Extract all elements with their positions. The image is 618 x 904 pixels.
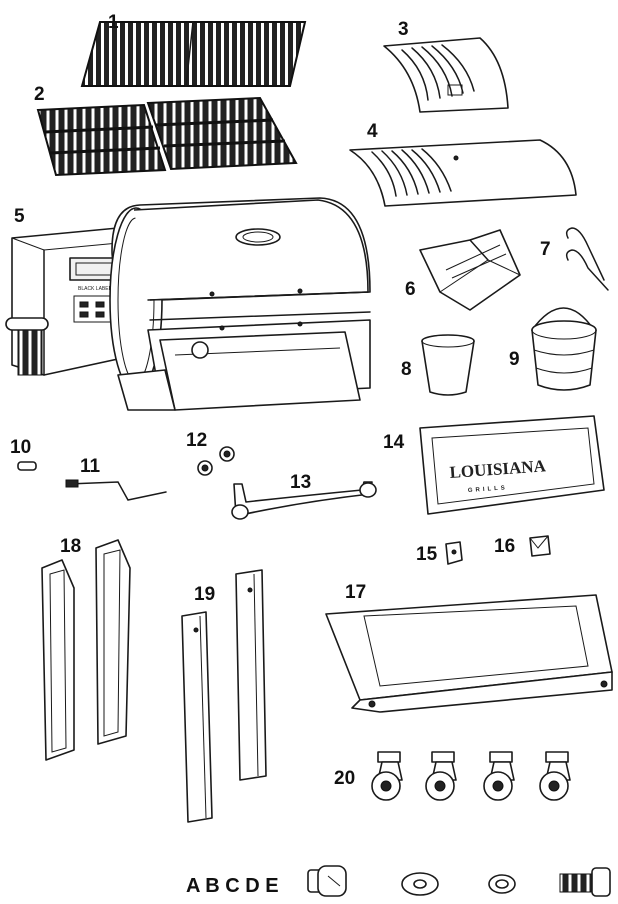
part-label-20: 20: [334, 768, 355, 789]
part-12-knobs: [197, 446, 235, 476]
part-7-hooks: [565, 227, 609, 291]
part-label-2: 2: [34, 84, 45, 105]
part-label-16: 16: [494, 536, 515, 557]
part-label-11: 11: [80, 456, 101, 477]
part-label-3: 3: [398, 19, 409, 40]
part-label-7: 7: [540, 239, 551, 260]
part-label-10: 10: [10, 437, 31, 458]
caster-3: [483, 751, 515, 801]
logo-sub-text: GRILLS: [468, 485, 508, 494]
part-label-12: 12: [186, 430, 207, 451]
hardware-letters: A B C D E: [186, 875, 279, 897]
caster-4: [539, 751, 571, 801]
hardware-c-lock-washer: [488, 874, 516, 894]
part-10-pin: [17, 461, 37, 471]
part-20-casters: [371, 751, 571, 801]
part-16-bracket: [529, 535, 551, 557]
part-1-warming-rack: [80, 21, 307, 87]
hardware-d-bolt: [559, 867, 611, 897]
part-label-8: 8: [401, 359, 412, 380]
hardware-b-flat-washer: [401, 872, 439, 896]
part-label-18: 18: [60, 536, 81, 557]
part-label-19: 19: [194, 584, 215, 605]
caster-1: [371, 751, 403, 801]
part-label-13: 13: [290, 472, 311, 493]
caster-2: [425, 751, 457, 801]
part-19-front-legs: [181, 569, 267, 823]
part-2-cooking-grates: [36, 96, 298, 177]
hardware-a-shoulder-bolt: [307, 865, 347, 897]
part-label-6: 6: [405, 279, 416, 300]
controller-text: BLACK LABEL: [78, 286, 112, 292]
part-label-14: 14: [383, 432, 405, 453]
part-8-grease-cup: [421, 334, 475, 396]
part-label-4: 4: [367, 121, 378, 142]
part-label-5: 5: [14, 206, 25, 227]
part-6-grease-tray: [419, 229, 521, 311]
part-13-handle: [231, 481, 377, 520]
part-3-flame-shield-small: [383, 37, 509, 113]
part-5-grill-body-assembly: BLACK LABEL: [5, 197, 371, 411]
part-4-flame-shield-large: [349, 139, 577, 207]
part-label-9: 9: [509, 349, 520, 370]
part-17-front-shelf: [325, 594, 613, 713]
part-11-crank-rod: [65, 479, 167, 501]
part-label-15: 15: [416, 544, 438, 565]
part-label-17: 17: [345, 582, 366, 603]
part-18-rear-legs: [41, 539, 131, 761]
part-9-grease-bucket: [531, 307, 597, 391]
part-15-bracket: [445, 541, 463, 565]
part-14-logo-plate: LOUISIANA GRILLS: [419, 415, 605, 515]
part-label-1: 1: [108, 12, 119, 33]
